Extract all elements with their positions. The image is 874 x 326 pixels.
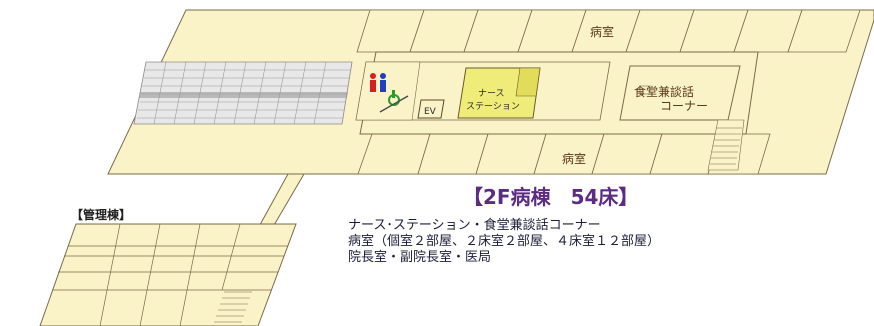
description-line-3: 院長室・副院長室・医局 bbox=[348, 250, 492, 265]
right-stairs bbox=[707, 119, 745, 171]
floor-title: 【2F病棟 54床】 bbox=[463, 185, 639, 209]
admin-building bbox=[39, 223, 297, 326]
top-rooms bbox=[356, 9, 861, 53]
ward-room-label-top: 病室 bbox=[590, 24, 614, 39]
ward-room-label-bottom: 病室 bbox=[562, 151, 586, 166]
nurse-station-label-line2: ステーション bbox=[466, 101, 520, 112]
dining-label-line2: コーナー bbox=[660, 99, 708, 113]
elevator-label: EV bbox=[424, 107, 437, 117]
nurse-station-label-line1: ナース bbox=[478, 88, 505, 99]
dining-lounge: 食堂兼談話 コーナー bbox=[619, 65, 741, 121]
admin-building-label: 【管理棟】 bbox=[71, 208, 132, 222]
elevator: EV bbox=[417, 99, 445, 119]
restroom-area bbox=[355, 61, 421, 121]
rooftop-panel-grid bbox=[133, 61, 353, 125]
nurse-station: ナース ステーション bbox=[457, 67, 541, 119]
description-line-1: ナース･ステーション・食堂兼談話コーナー bbox=[348, 218, 601, 233]
description-line-2: 病室（個室２部屋、２床室２部屋、４床室１２部屋） bbox=[348, 234, 661, 249]
connecting-corridor bbox=[255, 173, 305, 233]
dining-label-line1: 食堂兼談話 bbox=[634, 84, 694, 99]
floor-description: ナース･ステーション・食堂兼談話コーナー 病室（個室２部屋、２床室２部屋、４床室… bbox=[348, 218, 660, 266]
bottom-rooms bbox=[357, 133, 771, 175]
